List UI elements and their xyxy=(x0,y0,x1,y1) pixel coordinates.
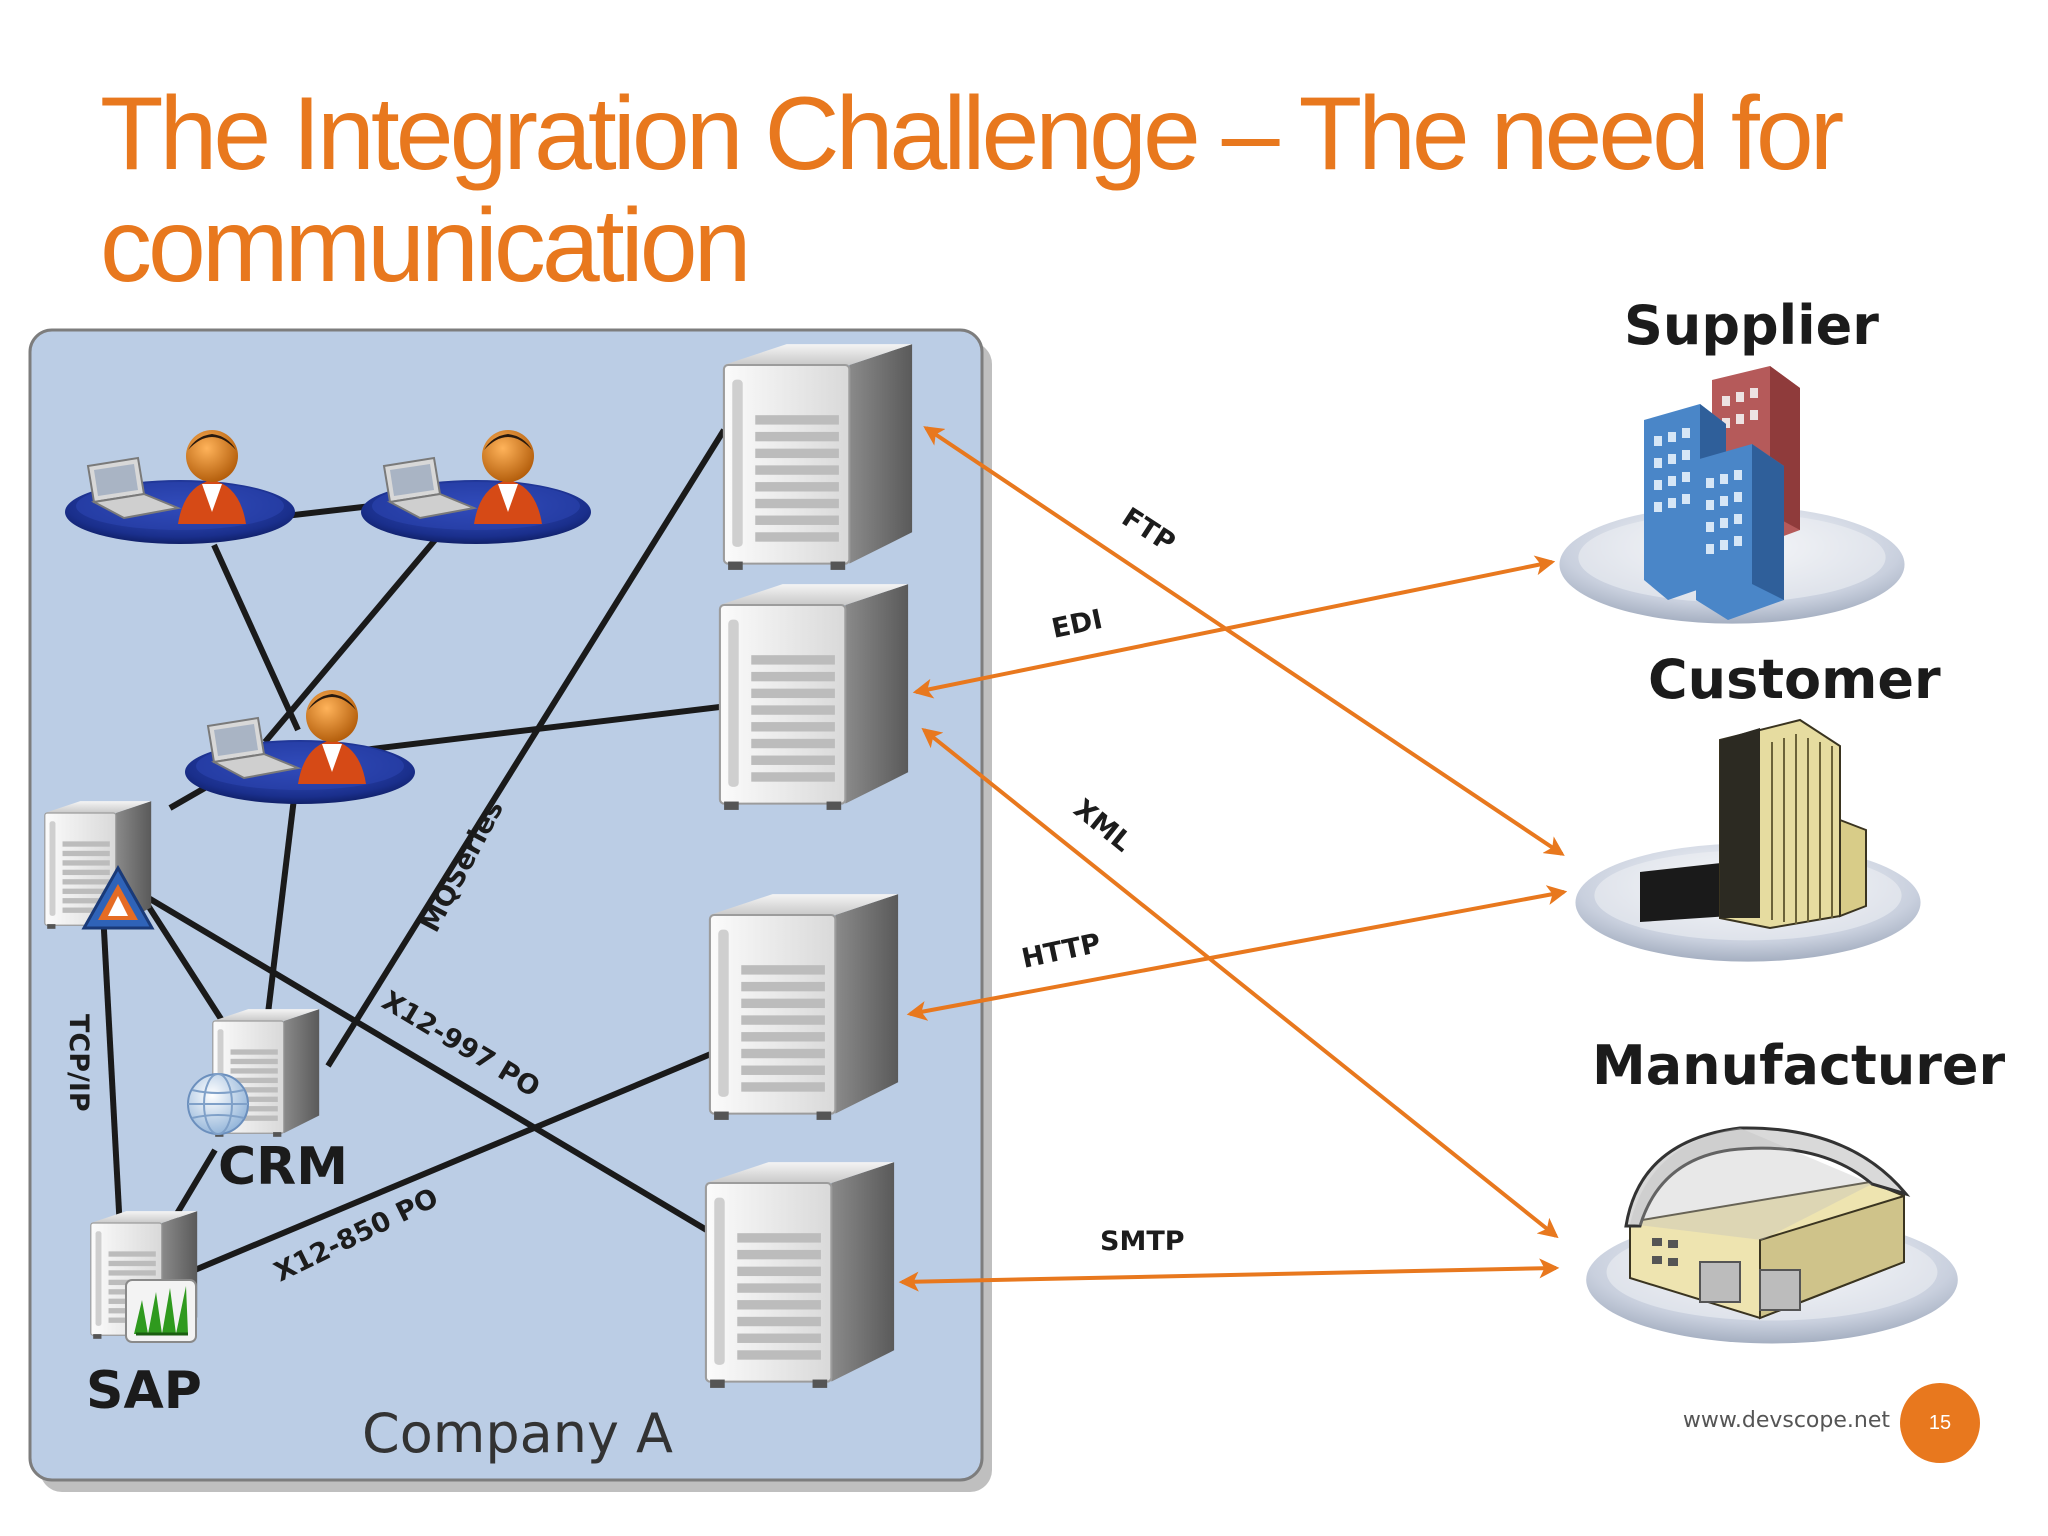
external-connections xyxy=(898,426,1568,1292)
server-icon xyxy=(704,1160,896,1390)
smtp-label: SMTP xyxy=(1100,1226,1185,1257)
sap-logo-icon xyxy=(125,1279,197,1343)
sap-label: SAP xyxy=(86,1361,202,1421)
skyscraper-icon xyxy=(1640,718,1867,930)
xml-arrow xyxy=(921,727,1559,1239)
manufacturer-label: Manufacturer xyxy=(1592,1034,2006,1097)
edi-label: EDI xyxy=(1049,604,1105,645)
http-label: HTTP xyxy=(1019,928,1104,975)
title-line-2: communication xyxy=(100,188,751,304)
xml-label: XML xyxy=(1068,793,1138,858)
globe-icon xyxy=(187,1073,249,1135)
slide-title: The Integration Challenge – The need for… xyxy=(100,78,1900,302)
company-label: Company A xyxy=(362,1402,673,1465)
title-line-1: The Integration Challenge – The need for xyxy=(100,76,1844,192)
supplier-label: Supplier xyxy=(1624,294,1879,357)
crm-label: CRM xyxy=(218,1137,348,1197)
page-number-badge: 15 xyxy=(1900,1383,1980,1463)
server-icon xyxy=(718,582,910,812)
office-buildings-icon xyxy=(1644,366,1800,620)
footer-url: www.devscope.net xyxy=(1682,1408,1890,1433)
edi-arrow xyxy=(912,555,1556,699)
ftp-label: FTP xyxy=(1116,502,1180,559)
server-icon xyxy=(722,342,914,572)
tcpip-label: TCP/IP xyxy=(63,1014,94,1112)
http-arrow xyxy=(906,885,1568,1021)
internal-connections xyxy=(99,428,729,1275)
smtp-arrow xyxy=(898,1258,1560,1292)
warehouse-icon xyxy=(1624,1126,1911,1320)
ftp-arrow xyxy=(923,426,1565,856)
integration-logo-icon xyxy=(81,864,155,930)
customer-label: Customer xyxy=(1648,648,1941,711)
server-icon xyxy=(708,892,900,1122)
